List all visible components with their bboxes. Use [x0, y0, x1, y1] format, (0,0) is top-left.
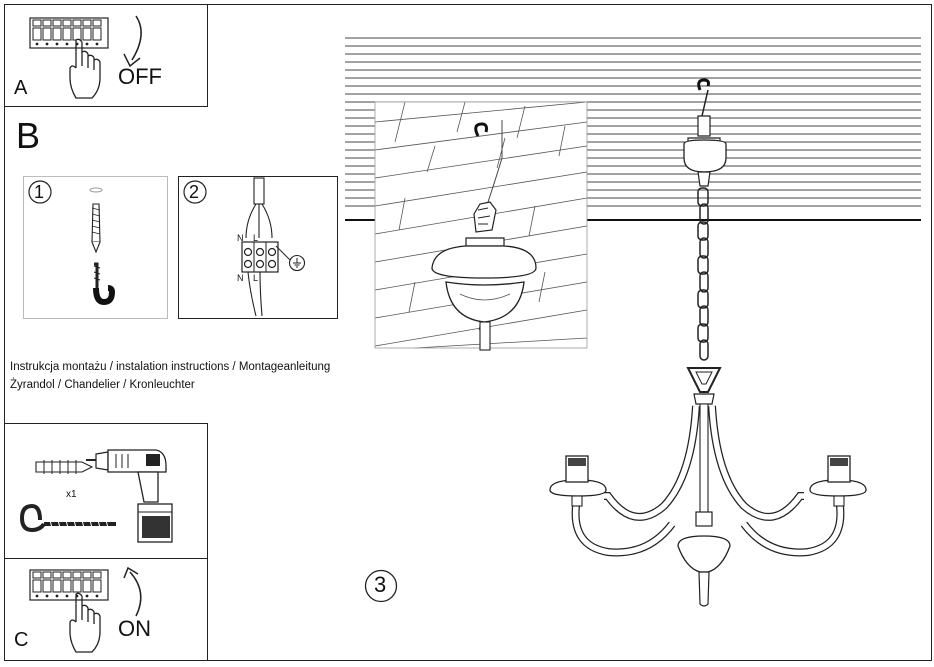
step-b-letter: B: [16, 115, 41, 156]
step-a-action: OFF: [118, 64, 162, 89]
step-b2-number-circle: [183, 180, 207, 204]
screw-hook-icon: [19, 503, 116, 533]
wire-label-top-n: N: [237, 233, 244, 243]
step-c-panel: [4, 558, 208, 661]
terminal-block-icon: [241, 177, 293, 317]
step-c-letter: C: [14, 629, 29, 651]
step-a-letter: A: [14, 77, 28, 99]
step-3-number: 3: [374, 572, 387, 597]
chandelier-icon: [549, 78, 867, 607]
wire-label-bottom-l: L: [253, 273, 259, 283]
hand-icon: [69, 592, 101, 653]
tool-quantity: x1: [66, 489, 77, 500]
wire-label-top-l: L: [253, 233, 259, 243]
step-3-number-circle: [364, 569, 398, 603]
ceiling-hook-icon: [93, 262, 116, 306]
page-frame: [4, 4, 932, 661]
step-b1-panel: [23, 176, 168, 319]
step-a-panel: [4, 4, 208, 107]
product-name: Żyrandol / Chandelier / Kronleuchter: [10, 379, 195, 391]
step-b1-number-circle: [28, 180, 52, 204]
wall-plug-icon: [89, 187, 103, 254]
wall-plug-icon: [35, 460, 94, 474]
hand-icon: [69, 38, 101, 99]
step-c-action: ON: [118, 616, 151, 641]
ground-symbol-icon: [288, 254, 306, 272]
canopy-icon: [431, 120, 537, 351]
wire-label-bottom-n: N: [237, 273, 244, 283]
step-b2-panel: [178, 176, 338, 319]
arrow-down-icon: [123, 15, 142, 68]
step-b2-number: 2: [189, 182, 200, 202]
arrow-up-icon: [123, 566, 142, 617]
instructions-title: Instrukcja montażu / instalation instruc…: [10, 361, 331, 373]
drill-icon: [86, 449, 173, 543]
step-b1-number: 1: [34, 182, 45, 202]
